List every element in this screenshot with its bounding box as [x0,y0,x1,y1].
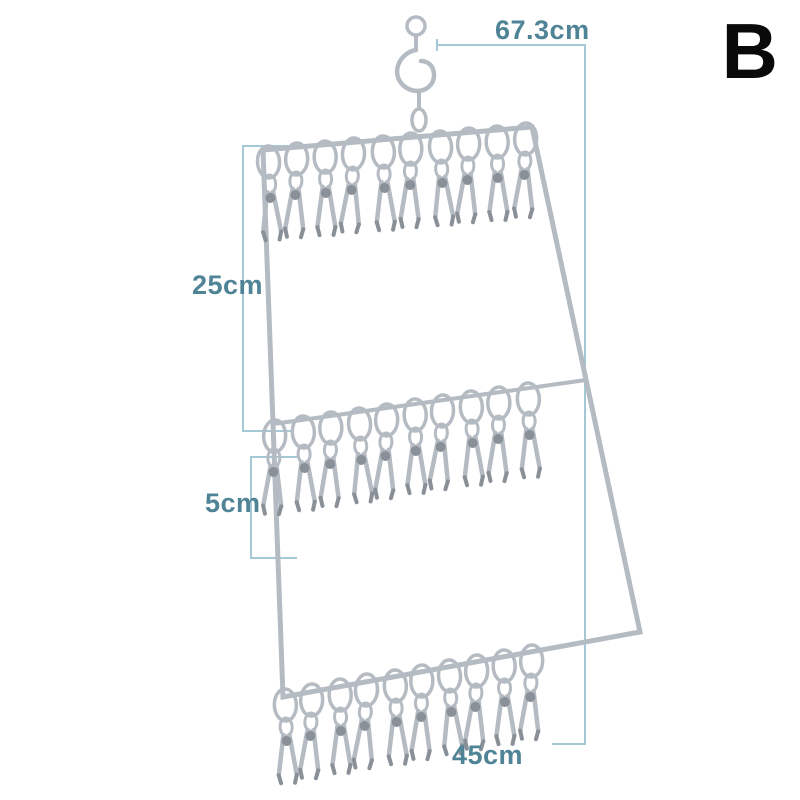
clip [373,404,398,499]
clip [314,141,338,235]
dimension-label-total-height: 67.3cm [495,15,590,45]
clip [292,416,317,511]
clip [486,387,510,481]
clip [463,655,488,750]
dimension-label-clip-spacing: 5cm [205,488,261,518]
clip [372,136,397,231]
clip [318,412,342,506]
clip [493,650,517,744]
clip [517,383,542,478]
clip [298,684,323,779]
clip [384,670,409,765]
clip [338,137,365,232]
dimension-label-section-height: 25cm [192,270,264,300]
clip [429,130,456,225]
clip [348,407,375,502]
clip [351,673,378,768]
hanger-hook-icon [394,15,437,133]
variant-label: B [721,7,778,95]
clip [427,394,454,489]
dimension-label-width: 45cm [452,740,524,770]
clip [257,145,284,240]
clip [283,143,308,238]
clip [455,128,480,223]
clip [398,133,422,227]
dimension-line-total-height [437,44,586,745]
clip [486,126,510,220]
clip [518,645,543,740]
clip [404,399,428,493]
clip [274,689,299,784]
clip [409,665,433,759]
clip-row-middle [261,383,542,515]
clip [329,679,353,773]
clip [460,391,485,486]
